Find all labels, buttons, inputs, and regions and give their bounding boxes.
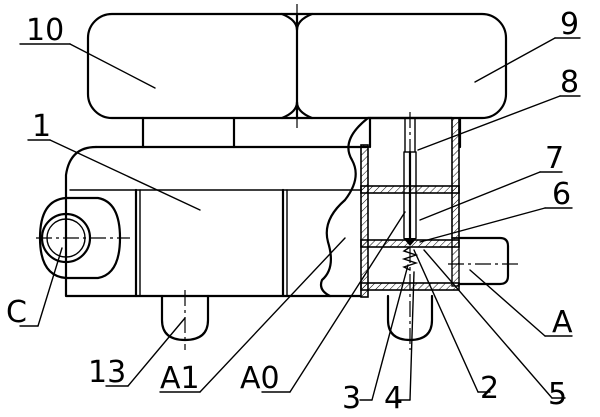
lower-feet xyxy=(160,290,434,350)
upper-block xyxy=(86,4,508,128)
inlet-pipe-c xyxy=(36,196,130,280)
leader-lines xyxy=(19,37,581,401)
main-body xyxy=(64,145,370,298)
label-c: C xyxy=(6,295,27,330)
label-7: 7 xyxy=(545,141,564,176)
label-9: 9 xyxy=(560,7,579,42)
label-4: 4 xyxy=(384,381,403,416)
label-6: 6 xyxy=(552,177,571,212)
part-labels: 10 9 8 1 7 6 C A 13 A1 A0 3 4 2 5 xyxy=(6,7,579,416)
label-a1: A1 xyxy=(160,361,200,396)
label-a0: A0 xyxy=(240,361,280,396)
break-line xyxy=(319,116,370,298)
label-8: 8 xyxy=(560,65,579,100)
outlet-port-a xyxy=(448,236,520,287)
valve-assembly xyxy=(401,112,419,350)
neck xyxy=(141,116,462,149)
label-2: 2 xyxy=(480,371,499,406)
label-10: 10 xyxy=(26,13,64,48)
label-a: A xyxy=(552,305,573,340)
label-1: 1 xyxy=(32,109,51,144)
label-3: 3 xyxy=(342,381,361,416)
label-13: 13 xyxy=(88,355,126,390)
label-5: 5 xyxy=(548,377,567,412)
